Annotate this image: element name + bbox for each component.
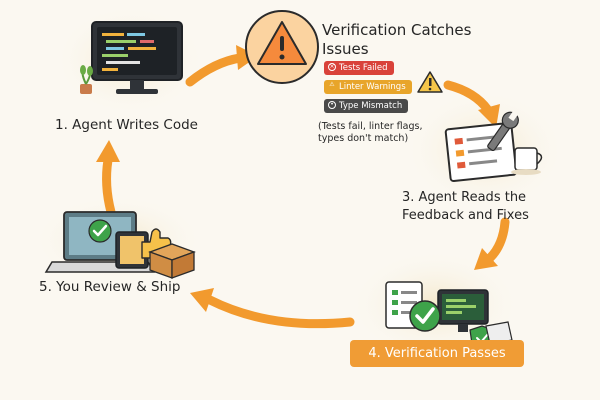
badge-tests-failed-label: Tests Failed	[339, 63, 388, 73]
arrow-step4-to-step5	[190, 288, 355, 329]
tablet-icon	[115, 231, 149, 269]
step3-label: 3. Agent Reads the Feedback and Fixes	[402, 190, 529, 223]
dot-circle-icon: •	[328, 101, 336, 109]
step2-title: Verification Catches Issues	[322, 21, 472, 58]
big-check-icon	[409, 300, 441, 332]
step4-label: 4. Verification Passes	[350, 340, 524, 367]
badge-tests-failed: × Tests Failed	[324, 61, 394, 75]
x-circle-icon: ×	[328, 63, 336, 71]
check-circle-icon	[88, 219, 112, 243]
step2-note: (Tests fail, linter flags, types don't m…	[318, 121, 423, 144]
small-warning-icon	[417, 71, 443, 93]
arrow-step2-to-step3	[443, 80, 500, 128]
badge-type-mismatch: • Type Mismatch	[324, 99, 409, 113]
badge-linter-warnings: ⚠ Linter Warnings	[324, 80, 412, 94]
plant-icon	[80, 65, 93, 94]
monitor-passed-icon	[437, 289, 489, 332]
checklist-wrench-icon	[444, 111, 519, 183]
warning-triangle-icon: ⚠	[329, 81, 335, 88]
arrow-step5-to-step1	[96, 140, 120, 217]
box-icon	[148, 243, 196, 279]
monitor-code-icon	[91, 21, 183, 94]
coffee-mug-icon	[511, 147, 543, 175]
arrow-step3-to-step4	[474, 217, 510, 270]
step1-label: 1. Agent Writes Code	[55, 117, 198, 133]
badge-linter-warnings-label: Linter Warnings	[339, 82, 406, 92]
warning-circle-icon	[245, 10, 319, 84]
step5-label: 5. You Review & Ship	[39, 279, 181, 295]
badge-type-mismatch-label: Type Mismatch	[339, 101, 403, 111]
